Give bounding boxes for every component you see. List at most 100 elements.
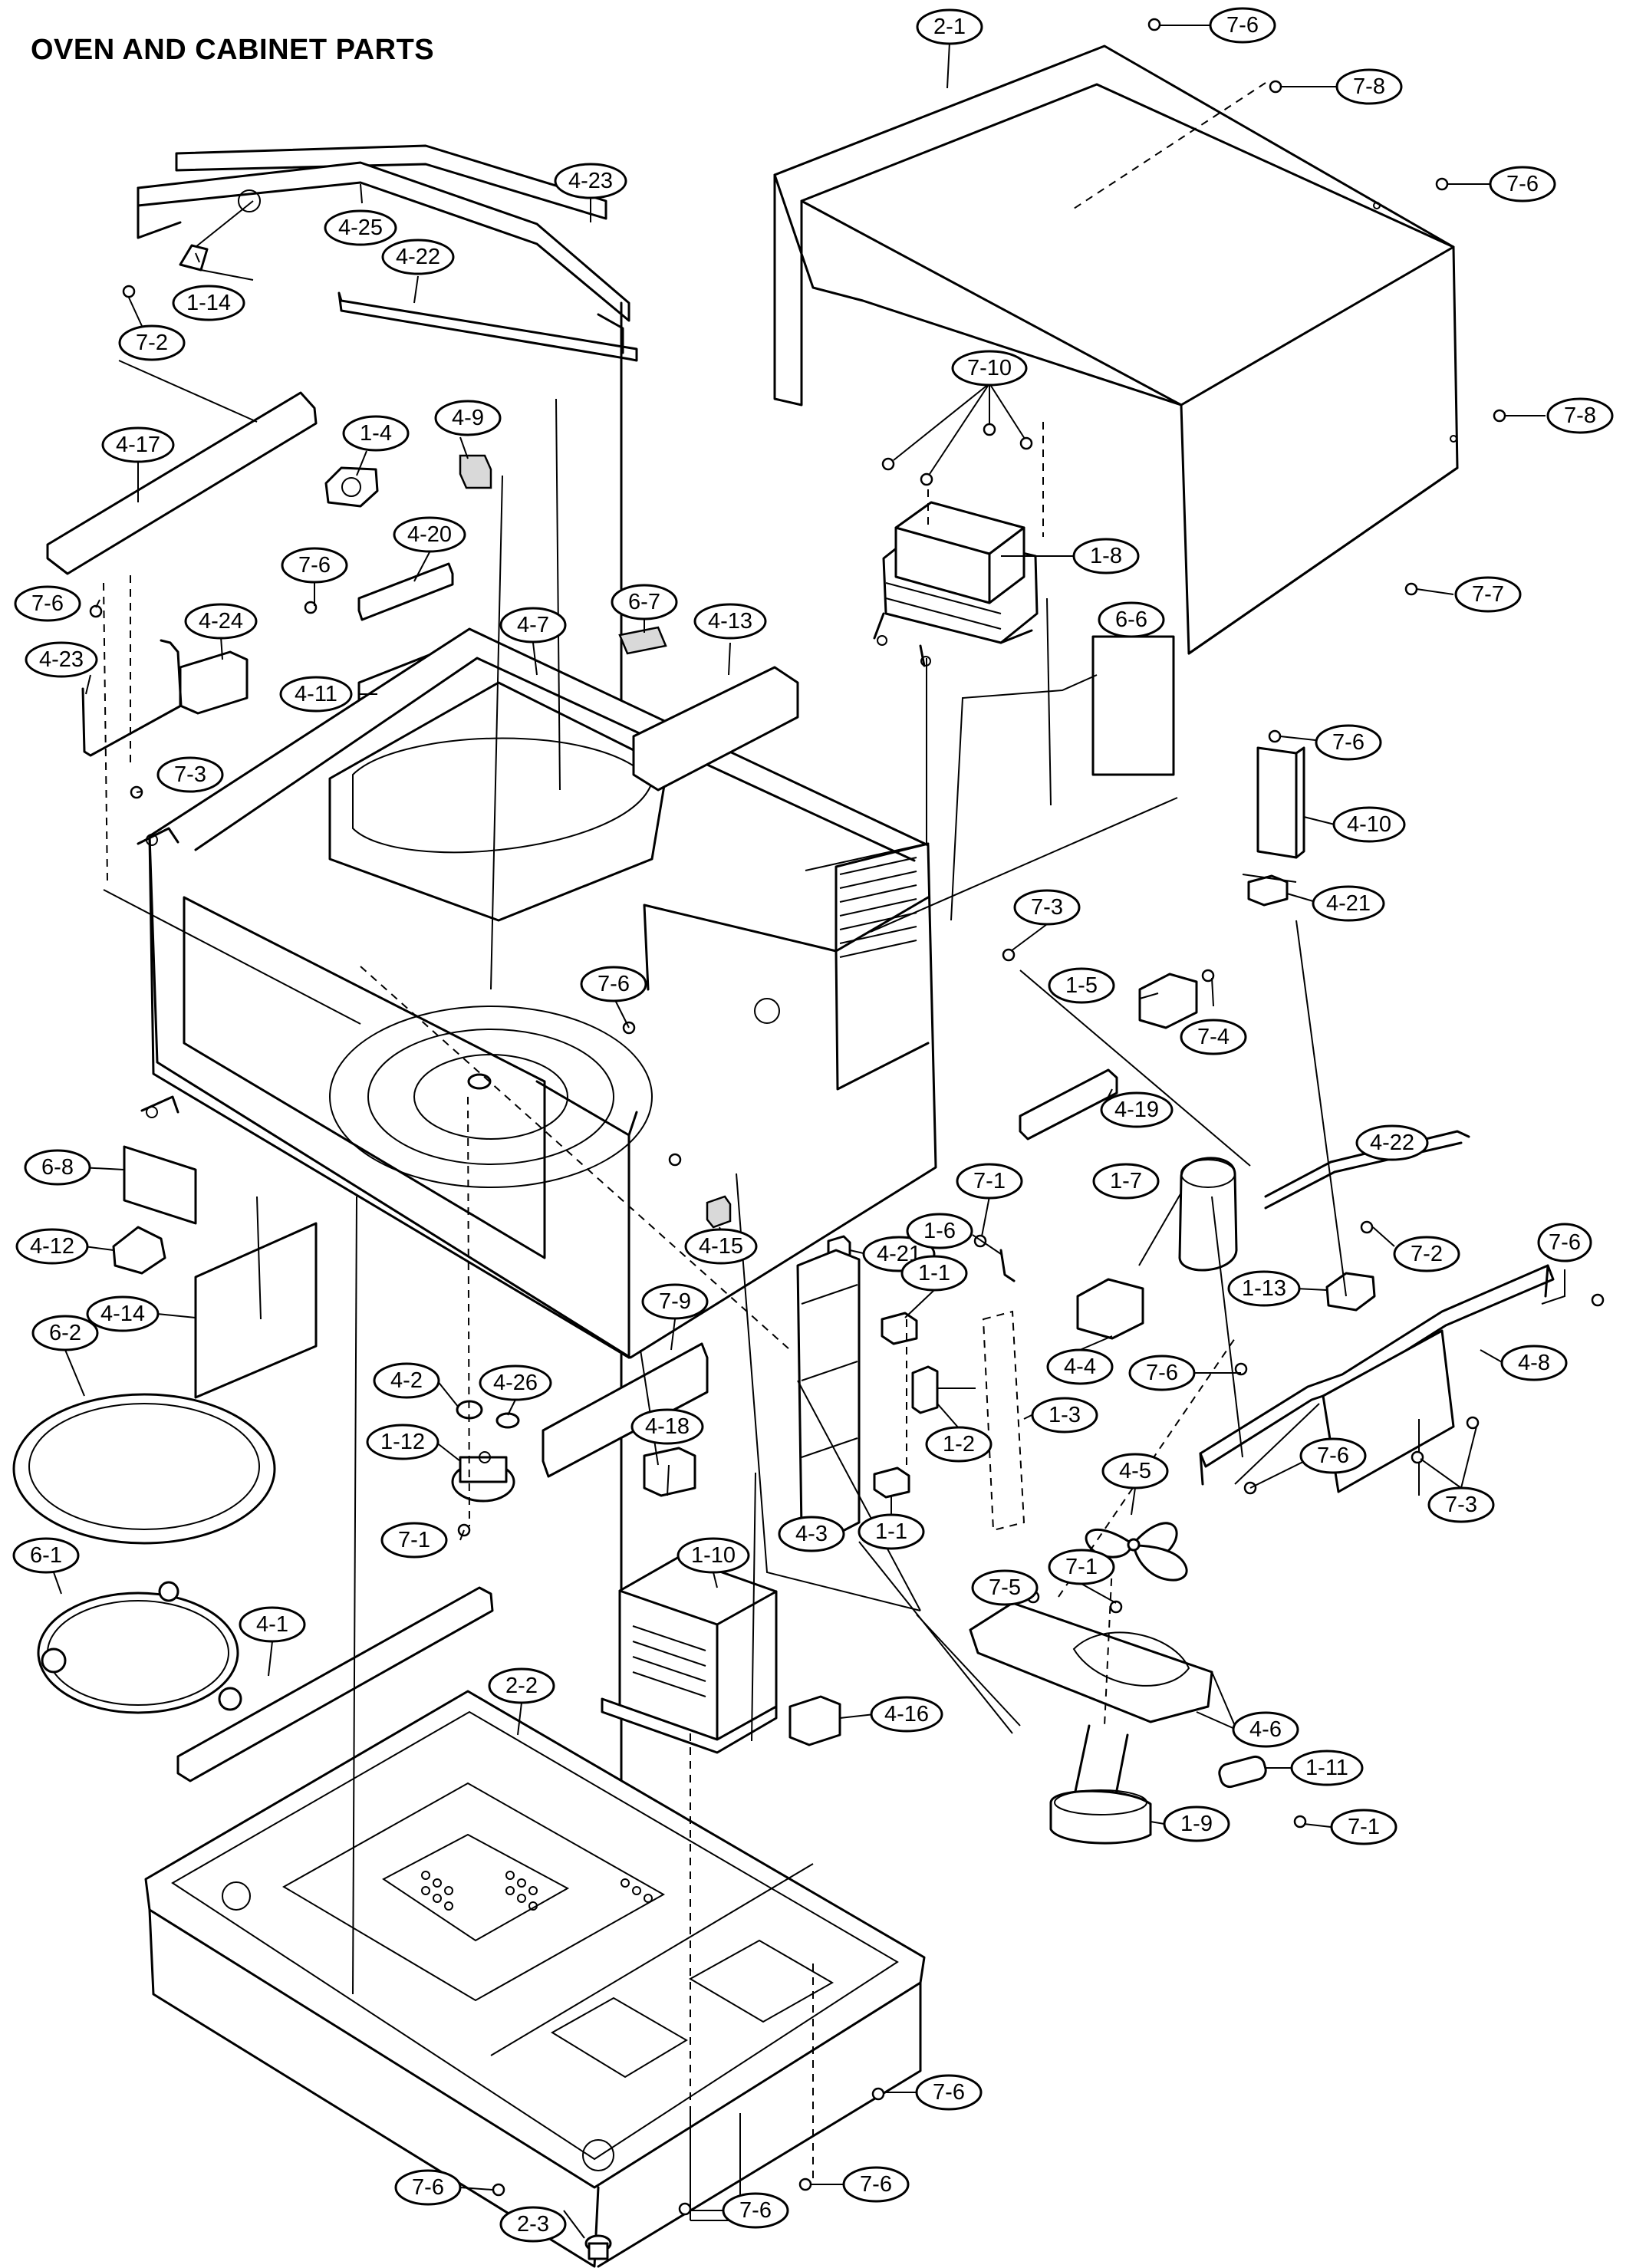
svg-text:4-14: 4-14 (100, 1302, 145, 1326)
label-6-6: 6-6 (1098, 601, 1165, 638)
label-7-6h: 7-6 (1128, 1355, 1196, 1391)
switch-housing-4-3 (796, 1249, 861, 1543)
label-4-13: 4-13 (693, 603, 767, 640)
svg-text:4-4: 4-4 (1064, 1355, 1096, 1379)
label-7-10: 7-10 (951, 350, 1028, 387)
part-4-13 (632, 666, 799, 792)
label-4-23b: 4-23 (25, 641, 98, 678)
bracket-4-10 (1256, 746, 1305, 859)
svg-text:7-6: 7-6 (1226, 13, 1259, 38)
label-7-3c: 7-3 (1427, 1486, 1495, 1523)
svg-text:4-10: 4-10 (1347, 812, 1391, 837)
label-7-3a: 7-3 (156, 756, 224, 793)
oven-cavity (137, 627, 937, 1359)
svg-text:1-1: 1-1 (918, 1261, 950, 1285)
svg-text:6-2: 6-2 (49, 1321, 81, 1345)
svg-text:7-1: 7-1 (973, 1169, 1006, 1193)
svg-text:7-6: 7-6 (412, 2175, 444, 2200)
label-1-9: 1-9 (1163, 1806, 1230, 1842)
svg-text:4-5: 4-5 (1119, 1459, 1151, 1483)
svg-text:6-6: 6-6 (1115, 607, 1147, 632)
svg-text:1-14: 1-14 (186, 291, 231, 315)
screw-markers (89, 18, 1605, 2216)
label-4-4: 4-4 (1046, 1348, 1114, 1385)
strip-4-17 (46, 391, 318, 575)
turntable-glass-tray (12, 1393, 276, 1545)
outer-cabinet-cover (773, 44, 1459, 655)
svg-text:4-18: 4-18 (645, 1414, 690, 1439)
label-4-12: 4-12 (15, 1228, 89, 1265)
svg-text:7-3: 7-3 (1031, 895, 1063, 920)
label-1-7: 1-7 (1092, 1163, 1160, 1200)
label-7-8a: 7-8 (1335, 68, 1403, 105)
svg-text:7-6: 7-6 (31, 591, 64, 616)
svg-text:7-1: 7-1 (1348, 1815, 1380, 1839)
svg-text:4-1: 4-1 (256, 1612, 288, 1637)
label-7-6c: 7-6 (1315, 724, 1382, 761)
label-2-1: 2-1 (916, 8, 983, 45)
label-4-22b: 4-22 (1355, 1124, 1429, 1161)
svg-text:1-10: 1-10 (691, 1543, 736, 1568)
label-4-19: 4-19 (1100, 1091, 1174, 1128)
sheet-6-7 (618, 626, 667, 655)
svg-text:7-4: 7-4 (1197, 1025, 1230, 1049)
label-7-8b: 7-8 (1546, 397, 1614, 434)
label-7-6d: 7-6 (281, 547, 348, 584)
thermal-cutout-1-13 (1325, 1272, 1376, 1312)
switch-group-1-3 (982, 1310, 1025, 1532)
label-6-1: 6-1 (12, 1537, 80, 1574)
magnetron (873, 501, 1039, 667)
svg-text:1-9: 1-9 (1180, 1812, 1213, 1836)
label-1-5: 1-5 (1048, 967, 1115, 1004)
svg-text:7-6: 7-6 (739, 2198, 772, 2223)
label-4-24: 4-24 (184, 603, 258, 640)
svg-text:2-3: 2-3 (517, 2212, 549, 2237)
sheet-4-14 (194, 1222, 318, 1399)
svg-text:4-20: 4-20 (407, 522, 452, 547)
svg-text:7-6: 7-6 (597, 972, 630, 996)
svg-text:7-6: 7-6 (1146, 1361, 1178, 1385)
label-1-10: 1-10 (677, 1537, 750, 1574)
svg-text:4-9: 4-9 (452, 406, 484, 430)
label-7-1b: 7-1 (380, 1522, 448, 1559)
svg-text:1-6: 1-6 (923, 1219, 956, 1243)
label-4-20: 4-20 (393, 516, 466, 553)
svg-text:4-26: 4-26 (493, 1371, 538, 1395)
svg-text:1-11: 1-11 (1305, 1756, 1348, 1780)
label-4-22a: 4-22 (381, 239, 455, 275)
coupler-4-12 (112, 1226, 166, 1275)
label-7-6l: 7-6 (394, 2169, 462, 2206)
label-4-25: 4-25 (324, 209, 397, 246)
switch-1-5 (1138, 973, 1198, 1029)
foot-2-3 (584, 2234, 612, 2260)
svg-text:1-2: 1-2 (943, 1432, 975, 1457)
svg-text:1-5: 1-5 (1065, 973, 1098, 998)
label-1-3: 1-3 (1031, 1397, 1098, 1434)
bracket-4-4 (1076, 1278, 1144, 1340)
coupling-4-26 (495, 1412, 520, 1429)
part-4-19 (1019, 1068, 1118, 1141)
micro-switch-1-2 (911, 1365, 939, 1414)
wire-4-23 (81, 639, 183, 757)
svg-text:4-16: 4-16 (884, 1702, 929, 1727)
svg-text:1-1: 1-1 (875, 1519, 907, 1544)
svg-text:1-8: 1-8 (1090, 544, 1122, 568)
part-labels: 2-1 7-6 7-8 7-6 7-8 7-7 7-10 1-8 6-6 7-6… (12, 7, 1614, 2243)
label-4-14: 4-14 (86, 1295, 160, 1332)
part-4-18 (643, 1447, 696, 1497)
svg-text:7-10: 7-10 (967, 356, 1012, 380)
label-7-3b: 7-3 (1013, 889, 1081, 926)
part-4-15 (706, 1195, 732, 1229)
svg-text:7-3: 7-3 (174, 762, 206, 787)
label-4-16: 4-16 (870, 1696, 943, 1733)
label-7-1c: 7-1 (1048, 1549, 1115, 1585)
sheet-6-8 (123, 1145, 197, 1225)
part-4-20 (357, 562, 454, 621)
label-4-2: 4-2 (373, 1362, 440, 1399)
label-1-4: 1-4 (342, 415, 410, 452)
svg-text:7-6: 7-6 (298, 553, 331, 578)
fan-duct-4-6 (969, 1601, 1213, 1723)
svg-text:7-6: 7-6 (1506, 172, 1539, 196)
micro-switch-1-1b (873, 1466, 910, 1499)
label-1-8: 1-8 (1072, 538, 1140, 574)
